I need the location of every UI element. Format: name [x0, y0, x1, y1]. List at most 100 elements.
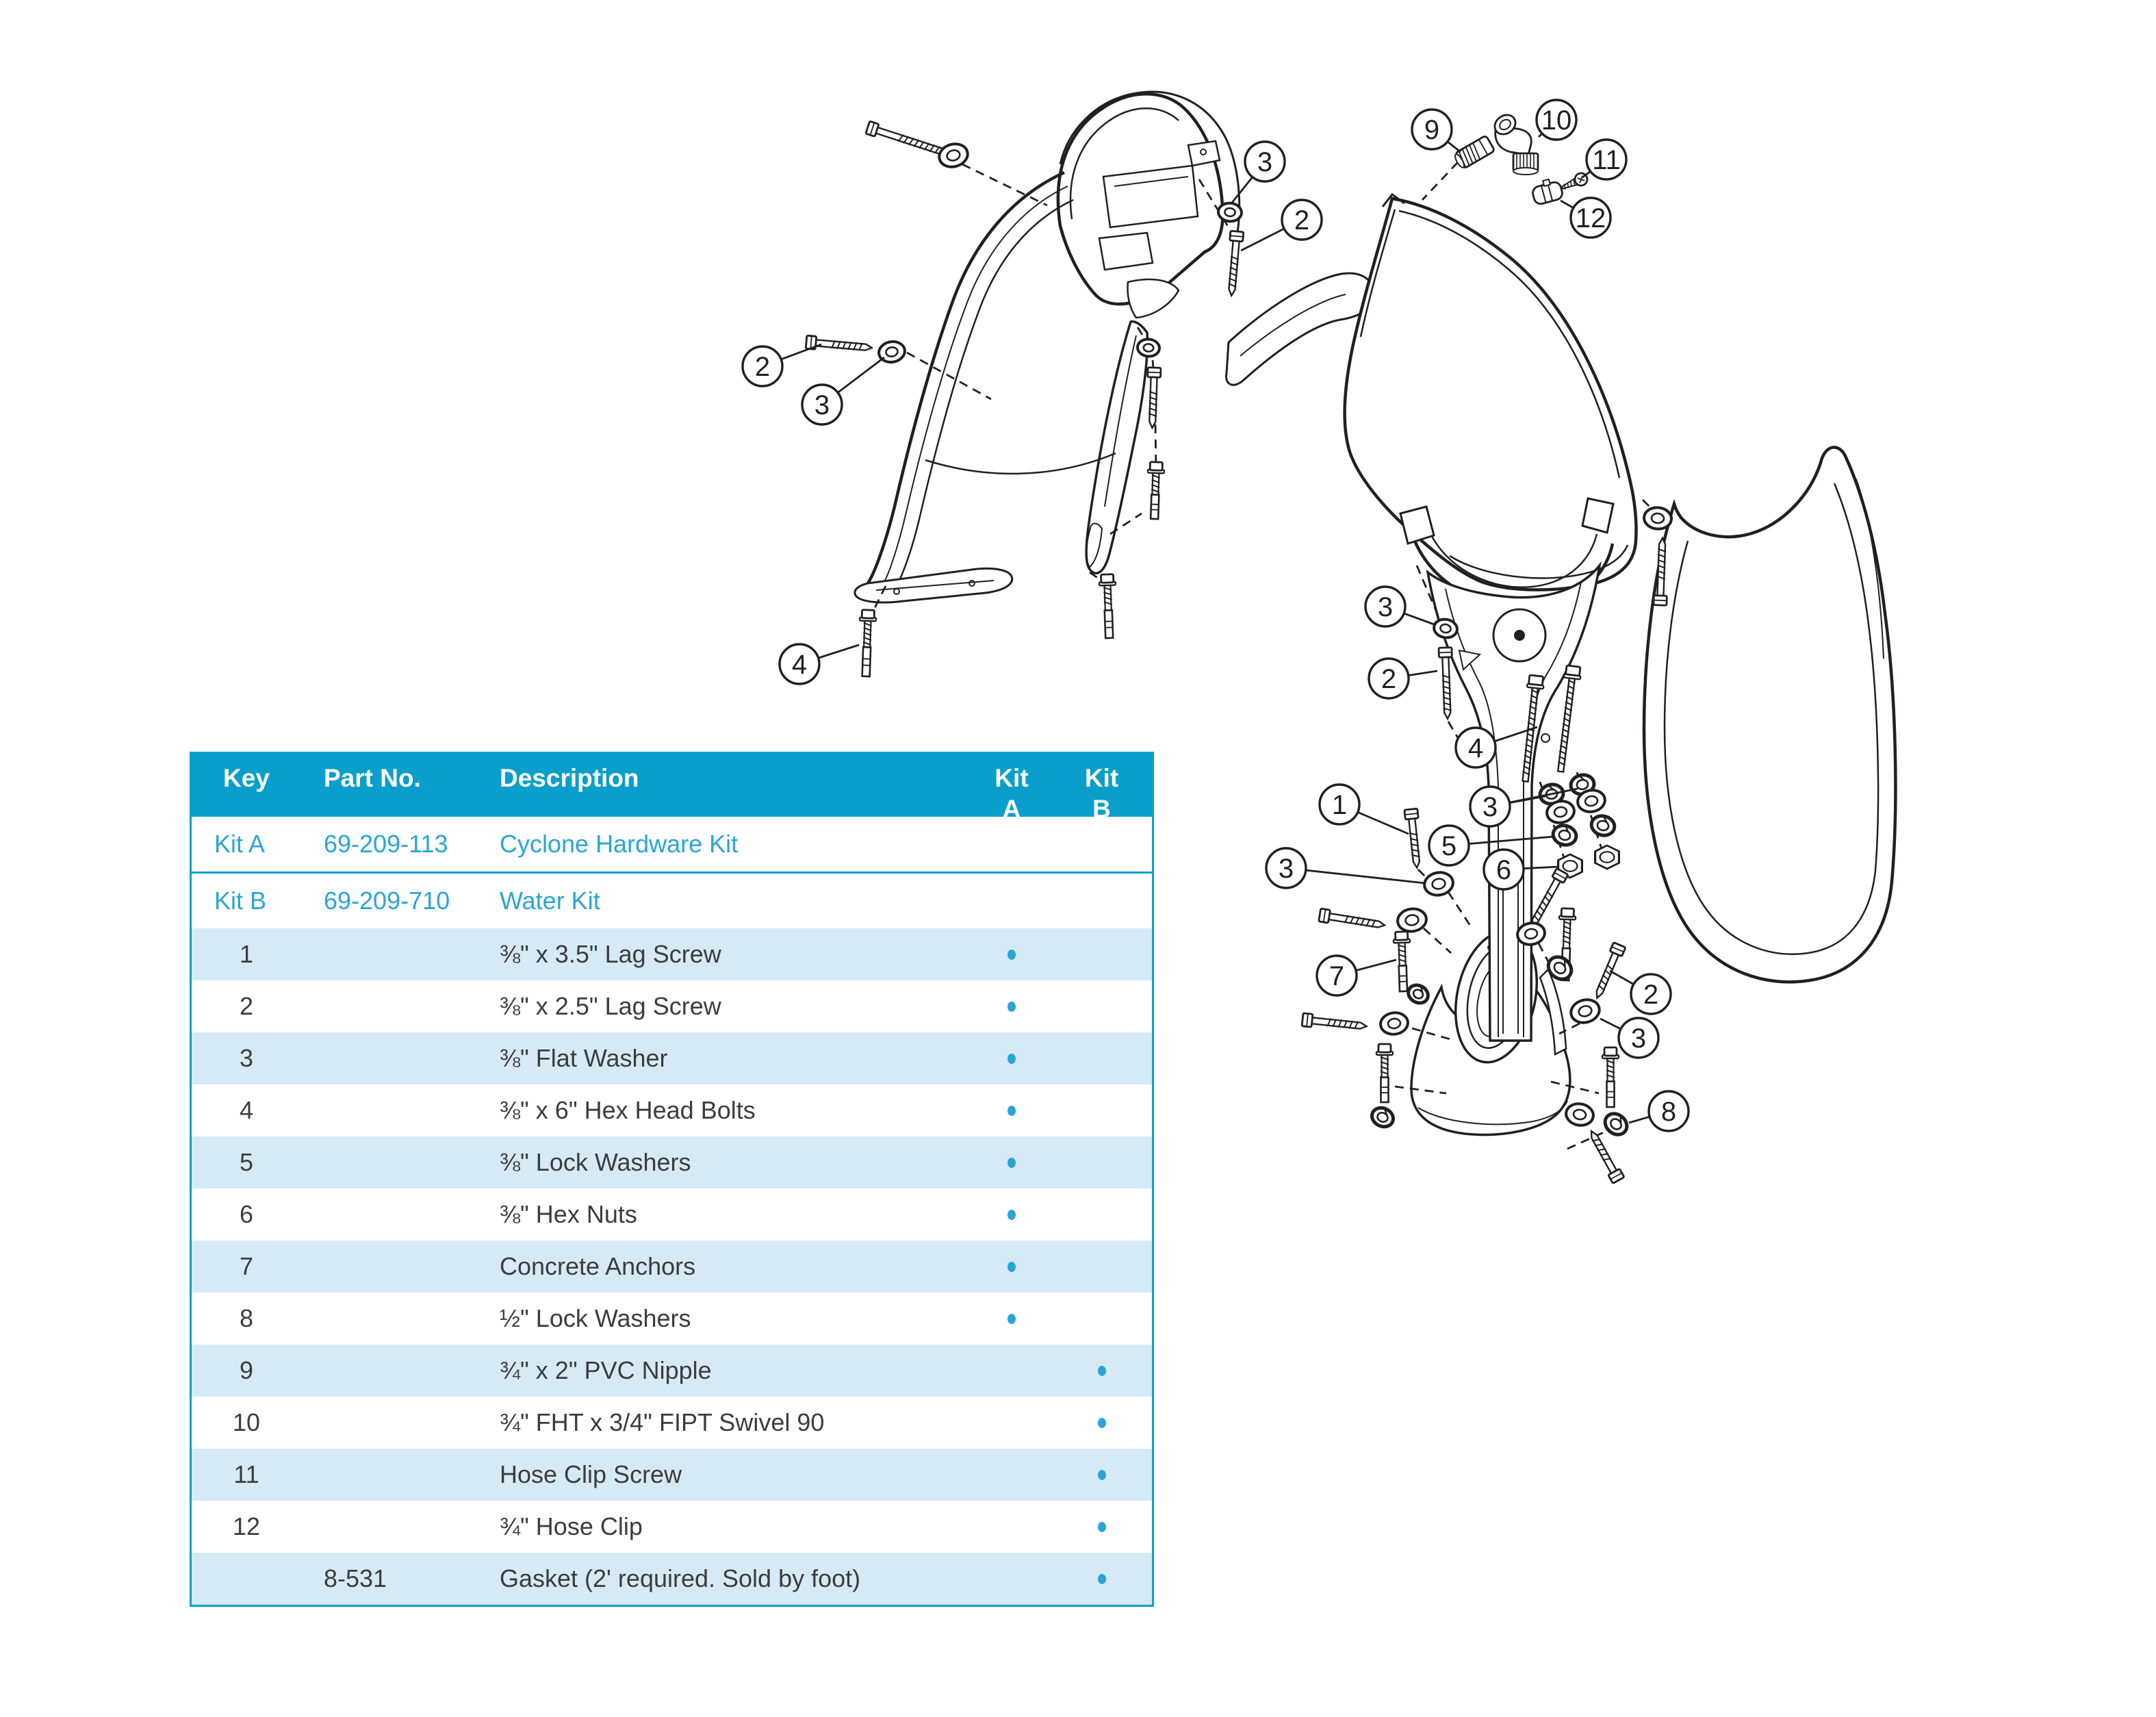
row-kit-b	[1051, 1501, 1152, 1553]
row-key: 10	[232, 1408, 261, 1436]
row-part-no	[301, 1397, 500, 1449]
row-part-no	[301, 1501, 500, 1553]
dashed-line	[1550, 1080, 1600, 1095]
callout-10: 10	[1535, 99, 1578, 141]
dashed-line	[1642, 499, 1653, 510]
svg-text:3: 3	[1279, 854, 1294, 884]
row-key: 11	[233, 1460, 259, 1488]
row-description: Concrete Anchors	[500, 1252, 696, 1280]
column-header-description: Description	[500, 764, 639, 792]
kit-bullet	[1008, 1261, 1016, 1272]
column-header-kit-a: Kit A	[994, 764, 1029, 824]
dashed-line	[1447, 891, 1472, 926]
part-hex-head-bolt	[1556, 664, 1582, 773]
svg-text:2: 2	[755, 352, 770, 382]
part-flat-washer	[1396, 907, 1428, 933]
callout-9: 9	[1411, 108, 1453, 151]
svg-text:3: 3	[1631, 1023, 1646, 1054]
row-description: ⅜" Lock Washers	[500, 1148, 691, 1176]
callout-1: 1	[1318, 783, 1361, 826]
svg-text:6: 6	[1496, 855, 1511, 885]
svg-text:3: 3	[1378, 592, 1393, 622]
svg-text:12: 12	[1576, 203, 1606, 233]
row-kit-a	[972, 1397, 1051, 1449]
kit-row-kit-b	[1051, 817, 1152, 872]
row-key	[192, 1553, 301, 1605]
part-lag-screw	[1403, 807, 1421, 870]
row-description: ¾" FHT x 3/4" FIPT Swivel 90	[500, 1408, 825, 1436]
part-flat-washer	[1516, 921, 1546, 946]
parts-table-row: 10 ¾" FHT x 3/4" FIPT Swivel 90	[192, 1397, 1152, 1449]
kit-bullet	[1097, 1365, 1106, 1376]
callout-3: 3	[1469, 785, 1511, 828]
column-header-kit-b: Kit B	[1084, 764, 1119, 824]
part-flat-washer	[1565, 1102, 1595, 1127]
row-kit-b	[1051, 1084, 1152, 1136]
row-key: 6	[239, 1200, 254, 1228]
row-part-no	[301, 1084, 500, 1136]
part-lag-screw	[804, 334, 874, 351]
row-part-no	[301, 1188, 500, 1241]
dashed-line	[1423, 927, 1452, 954]
dashed-line	[1136, 327, 1148, 343]
row-part-no	[301, 980, 500, 1032]
part-hex-head-bolt	[1522, 674, 1545, 783]
row-key: 12	[232, 1512, 261, 1540]
row-part-no: 8-531	[324, 1564, 387, 1592]
row-kit-b	[1051, 1188, 1152, 1241]
leader-line	[1285, 867, 1426, 885]
svg-text:2: 2	[1381, 664, 1396, 694]
row-key: 2	[239, 992, 254, 1020]
callout-3: 3	[1364, 585, 1407, 628]
part-flat-washer	[1569, 998, 1601, 1024]
parts-table-row: 5 ⅜" Lock Washers	[192, 1136, 1152, 1188]
row-kit-b	[1051, 1293, 1152, 1345]
row-kit-a	[972, 1345, 1051, 1397]
row-key: 5	[239, 1148, 254, 1176]
gasket-outline	[1642, 446, 1897, 984]
dashed-line	[1537, 943, 1555, 973]
callout-2: 2	[741, 345, 784, 387]
row-kit-a	[972, 1293, 1051, 1345]
kit-bullet	[1097, 1417, 1106, 1428]
part-lag-screw	[1437, 646, 1453, 721]
row-key: 7	[239, 1252, 254, 1280]
part-concrete-anchor	[1375, 1043, 1394, 1104]
callout-5: 5	[1428, 824, 1470, 867]
kit-row-kit-a	[972, 817, 1051, 872]
row-part-no	[301, 1136, 500, 1188]
kit-bullet	[1008, 1001, 1016, 1012]
row-kit-b	[1051, 1345, 1152, 1397]
row-part-no	[301, 928, 500, 980]
part-pvc-nipple	[1454, 136, 1495, 168]
dashed-line	[1154, 424, 1157, 469]
part-lag-screw	[1300, 1012, 1369, 1030]
row-kit-b	[1051, 1241, 1152, 1293]
part-hex-nut	[1594, 844, 1620, 870]
svg-text:3: 3	[814, 390, 830, 420]
row-kit-b	[1051, 1449, 1152, 1501]
row-part-no	[301, 1032, 500, 1084]
row-kit-a	[972, 1032, 1051, 1084]
callout-8: 8	[1647, 1090, 1690, 1132]
part-lock-washer	[1370, 1106, 1396, 1129]
dashed-line	[1394, 1085, 1447, 1095]
callout-4: 4	[1454, 726, 1497, 769]
kit-row-key: Kit A	[214, 830, 266, 858]
kit-bullet	[1008, 1157, 1016, 1168]
parts-table-header: Key Part No. Description Kit A Kit B	[192, 752, 1152, 823]
kit-row-part-no: 69-209-113	[324, 830, 448, 858]
callout-4: 4	[778, 643, 821, 685]
part-flat-washer	[1217, 201, 1243, 223]
callout-3: 3	[1244, 140, 1286, 183]
part-concrete-anchor	[1146, 461, 1166, 520]
row-kit-a	[972, 980, 1051, 1032]
svg-text:4: 4	[792, 650, 807, 680]
